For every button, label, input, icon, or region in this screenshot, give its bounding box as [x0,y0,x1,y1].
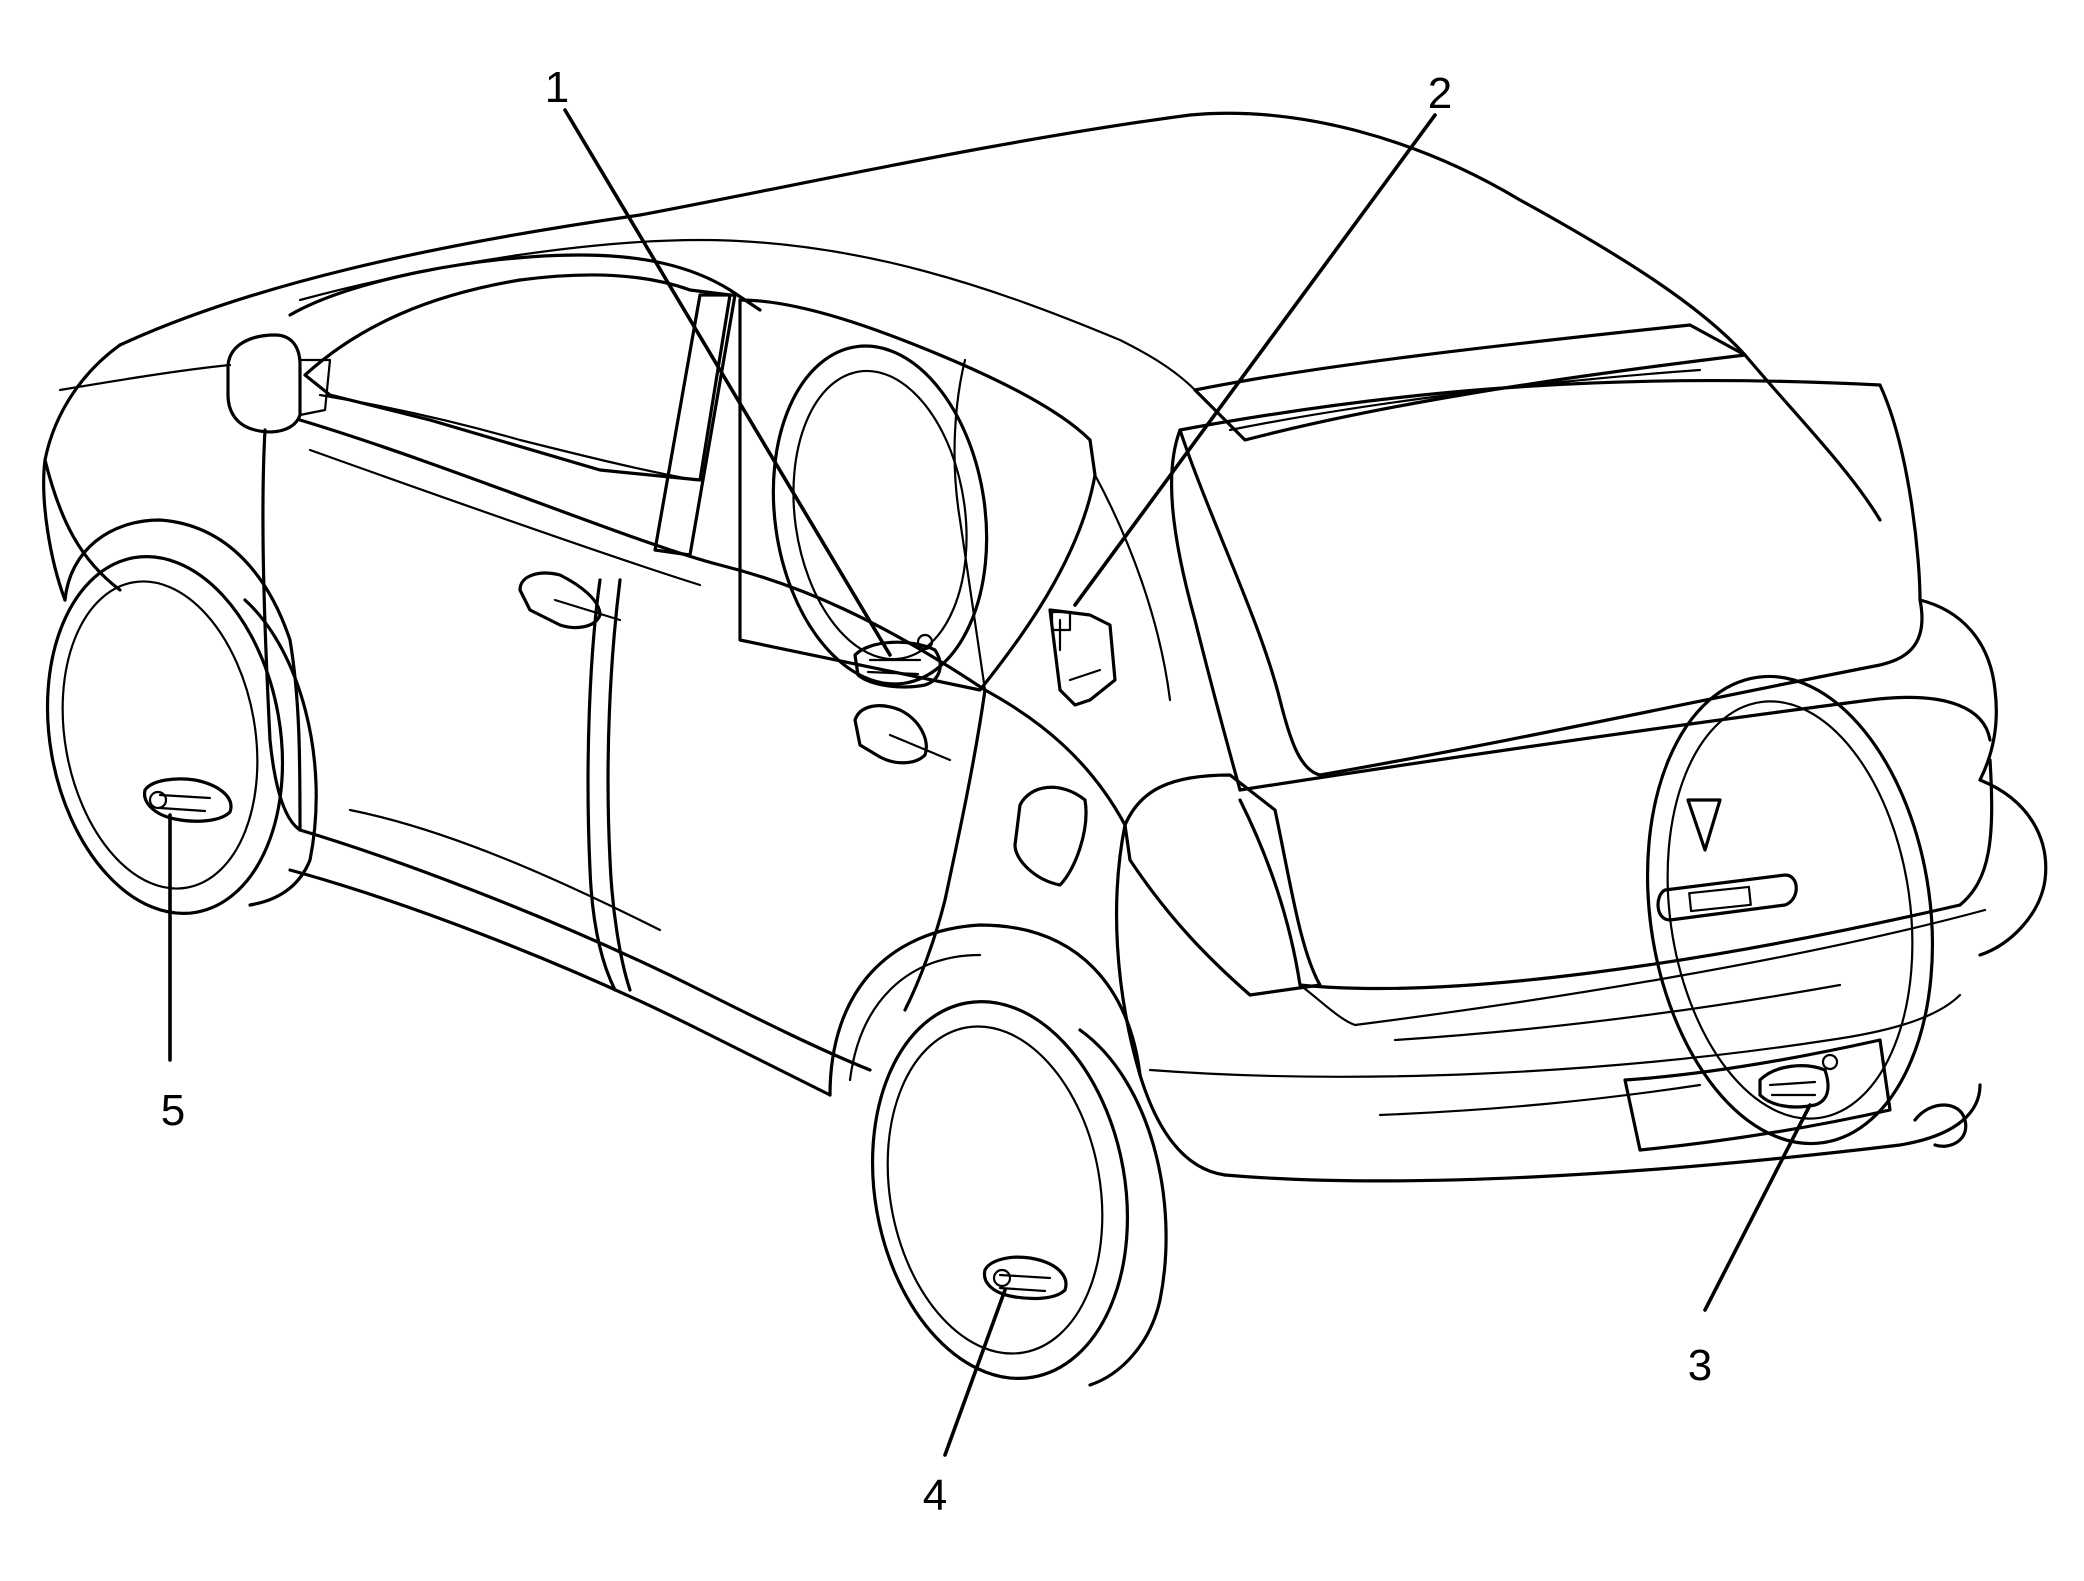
tire-pressure-sensor-4 [982,1255,1068,1301]
leader-line-4 [943,1288,1007,1457]
tire-pressure-module-2 [1048,608,1117,707]
leader-line-2 [1073,113,1437,607]
leader-lines [168,108,1812,1457]
leader-line-3 [1703,1103,1812,1312]
tire-pressure-sensor-3 [1758,1053,1839,1109]
callout-4: 4 [923,1471,947,1520]
callout-1: 1 [545,63,569,112]
rear-left-wheel [870,1000,1168,1387]
leader-line-1 [563,108,892,657]
callout-5: 5 [161,1086,185,1135]
front-right-wheel-visible [771,344,989,686]
front-left-wheel [45,555,318,915]
tire-pressure-sensor-1 [853,633,942,689]
tire-pressure-sensor-5 [143,777,233,823]
callout-2: 2 [1428,69,1452,118]
vehicle-body [42,111,2048,1183]
callout-3: 3 [1688,1341,1712,1390]
